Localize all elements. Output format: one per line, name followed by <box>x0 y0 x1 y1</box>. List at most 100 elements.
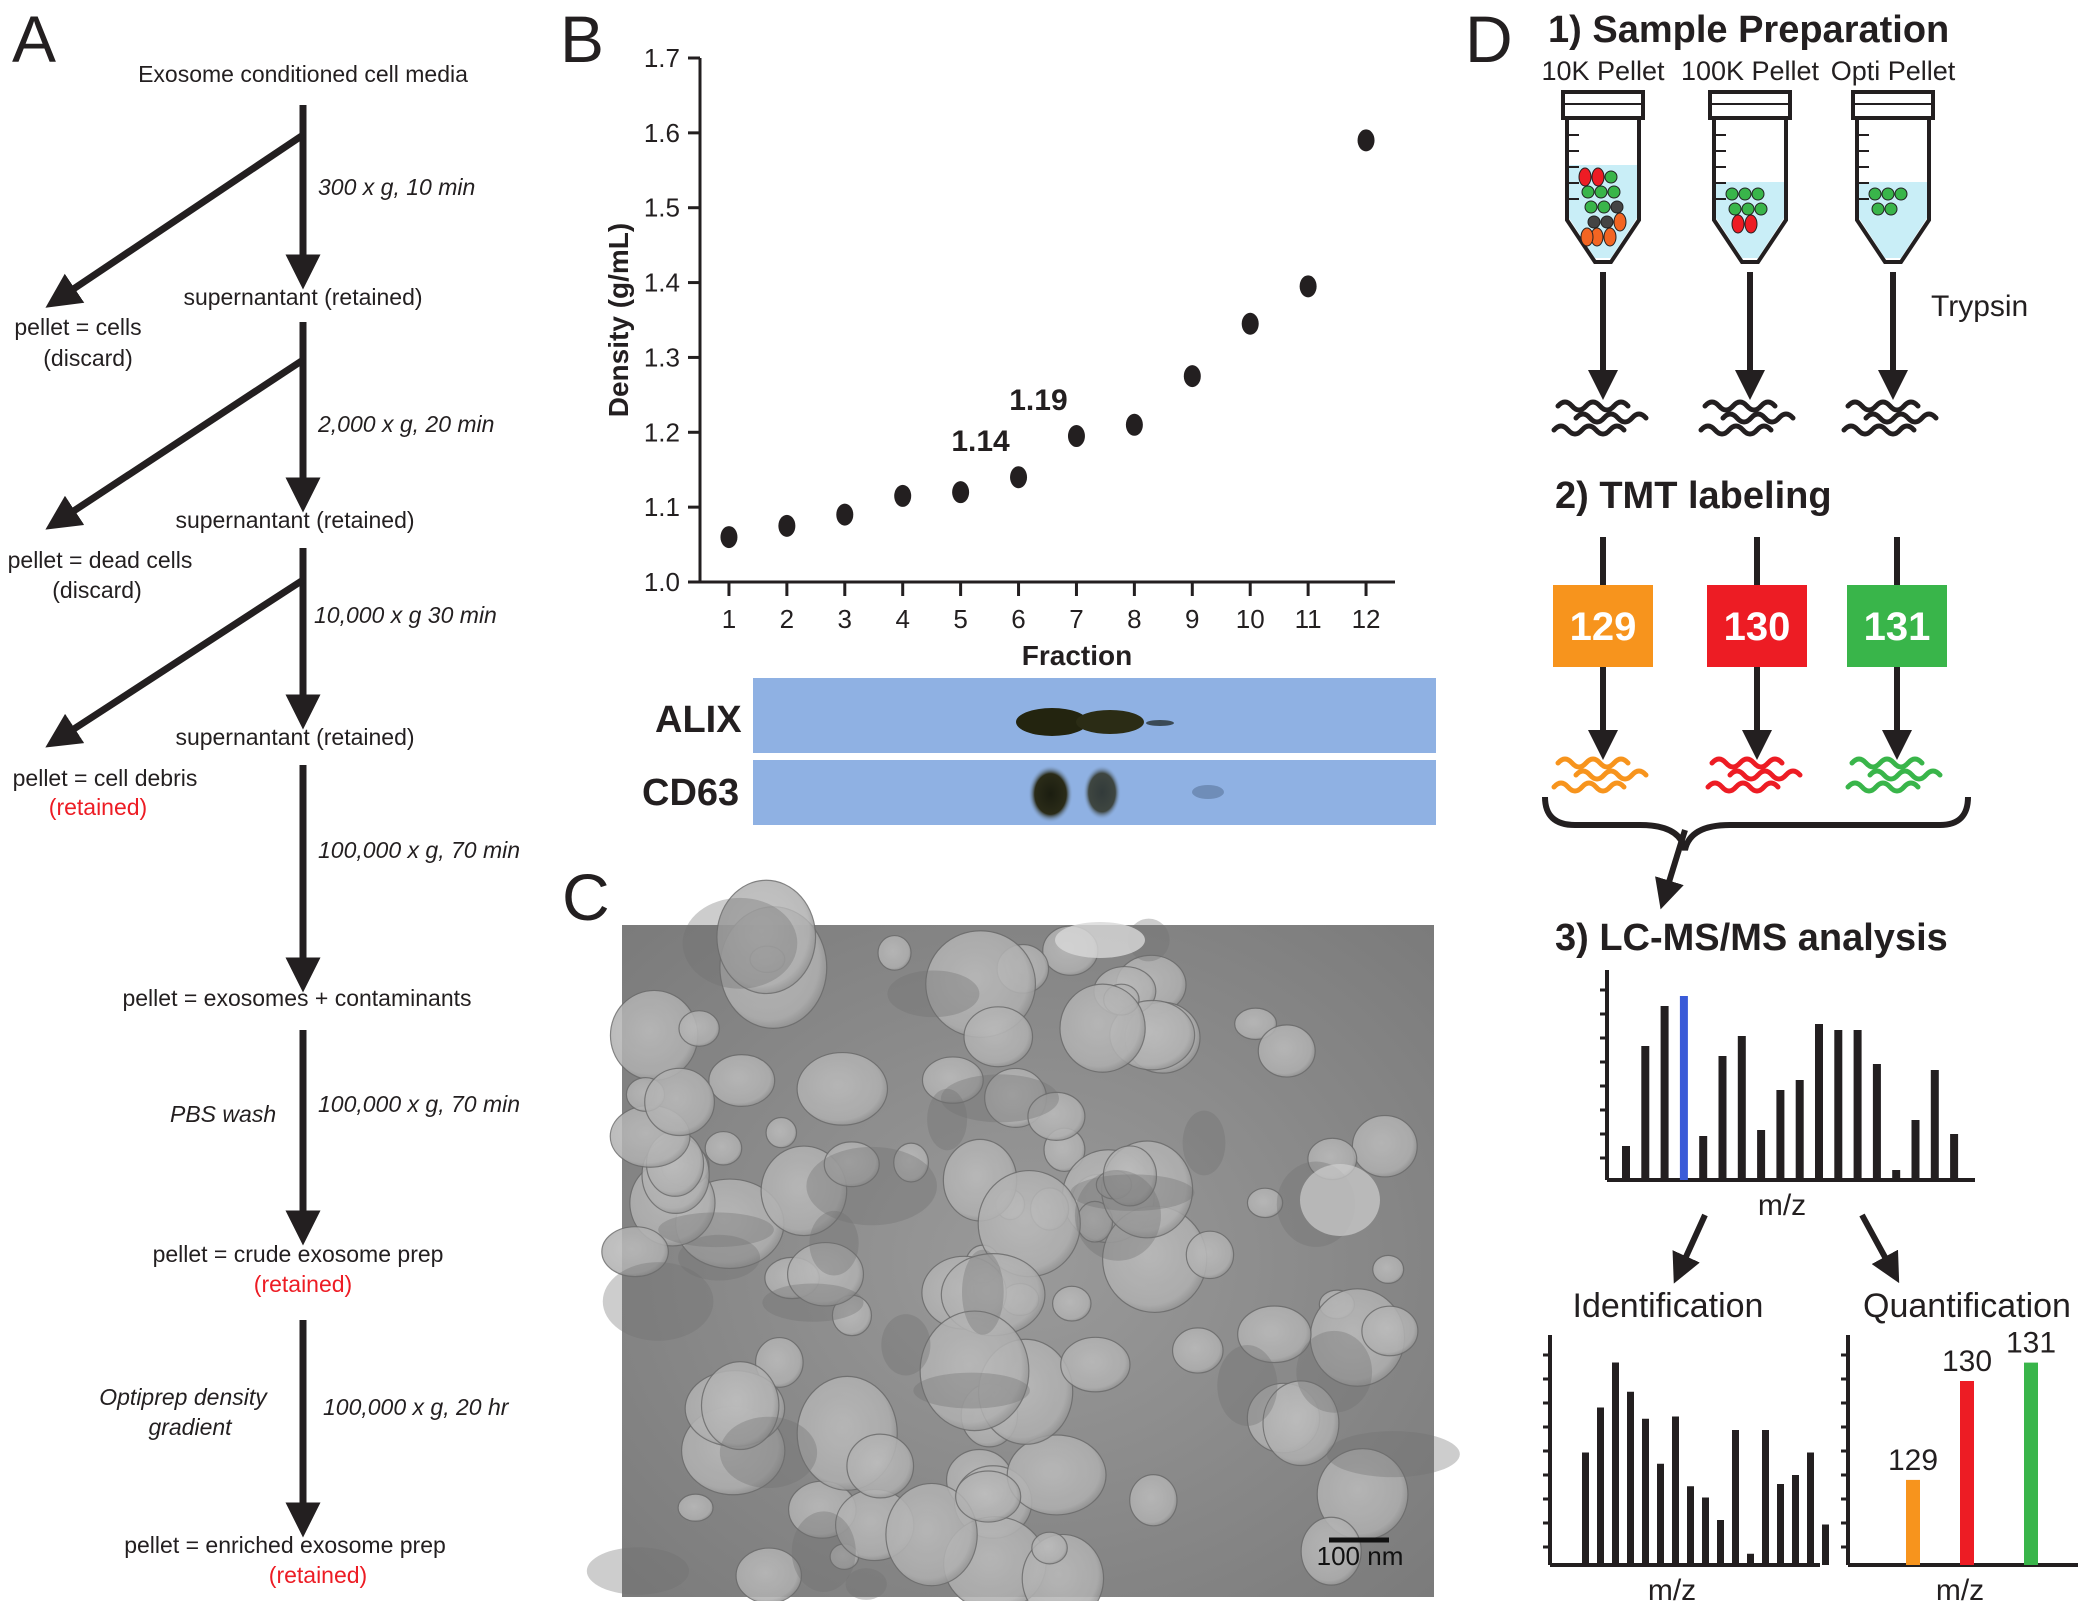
vesicle <box>885 1482 978 1587</box>
data-point <box>1010 466 1028 489</box>
alix-band-8 <box>1146 720 1174 726</box>
spectrum-peak <box>1699 1136 1708 1180</box>
blot-label-alix: ALIX <box>655 699 742 741</box>
quant-label-129: 129 <box>1888 1444 1938 1477</box>
spectrum-peak <box>1622 1146 1630 1180</box>
dark-region <box>1070 1174 1195 1211</box>
vesicle <box>1060 1336 1131 1393</box>
particle <box>1728 202 1742 216</box>
particle <box>1894 187 1908 201</box>
tag-box-131 <box>1847 585 1947 667</box>
panel-c-tem: C 100 nm <box>562 860 1460 1601</box>
spectrum-peaks <box>1600 988 1959 1180</box>
vesicle <box>1262 1380 1340 1467</box>
dark-region <box>1074 1170 1161 1261</box>
data-point <box>1299 275 1317 298</box>
ident-peak <box>1612 1362 1619 1565</box>
spectrum-peak <box>1776 1090 1785 1180</box>
pellet-arrow-2 <box>45 357 305 530</box>
vesicle <box>1129 1474 1178 1527</box>
crude-prep-fate: (retained) <box>254 1271 352 1297</box>
precursor-peak <box>1679 996 1688 1180</box>
peptide <box>1573 411 1649 425</box>
vesicle <box>1361 1305 1419 1357</box>
pellet-fate-2: (discard) <box>52 577 141 603</box>
peptide <box>1555 756 1631 770</box>
annotations: 1.141.19 <box>951 384 1067 458</box>
enriched-prep-label: pellet = enriched exosome prep <box>124 1532 446 1558</box>
step1-title: 1) Sample Preparation <box>1548 9 1949 51</box>
peptide <box>1849 756 1925 770</box>
pellet-label-3: pellet = cell debris <box>13 765 198 791</box>
peptides-unlabeled <box>1551 399 1939 437</box>
particle <box>1597 200 1611 214</box>
spectrum-peak <box>1718 1056 1727 1180</box>
cd63-band-9 <box>1192 785 1224 799</box>
dark-region <box>1296 1330 1373 1413</box>
vesicle <box>1300 1516 1362 1586</box>
spin-label-3: 10,000 x g 30 min <box>314 602 497 628</box>
ident-peak <box>1747 1553 1754 1565</box>
particle <box>1868 187 1882 201</box>
spin-label-1: 300 x g, 10 min <box>318 174 475 200</box>
vesicle <box>846 1433 915 1499</box>
x-tick-label: 1 <box>722 604 736 634</box>
ident-peak <box>1792 1475 1799 1565</box>
spectrum-peak <box>1757 1130 1766 1180</box>
pellet-arrow-3 <box>45 577 305 748</box>
dark-region <box>887 970 980 1018</box>
enriched-prep-fate: (retained) <box>269 1562 367 1588</box>
particle <box>1744 214 1758 234</box>
identification-arrow <box>1672 1213 1708 1284</box>
tag-box-130 <box>1707 585 1807 667</box>
particle <box>1578 167 1592 187</box>
western-blot: ALIX CD63 <box>642 678 1436 825</box>
spectrum-peak <box>1892 1170 1901 1180</box>
dark-region <box>806 1146 937 1226</box>
dark-region <box>658 1212 774 1248</box>
vesicle <box>1051 1285 1092 1322</box>
supernatant-label-1: supernantant (retained) <box>183 284 422 310</box>
ident-peak <box>1687 1486 1694 1565</box>
particle <box>1871 202 1885 216</box>
particle <box>1751 187 1765 201</box>
gradient-label-1: Optiprep density <box>99 1384 268 1410</box>
y-tick-label: 1.0 <box>644 567 680 597</box>
vesicle <box>716 879 817 995</box>
particle <box>1584 200 1598 214</box>
alix-band-7 <box>1076 710 1144 734</box>
spectrum-peak <box>1834 1030 1843 1180</box>
particle <box>1591 167 1605 187</box>
particle <box>1738 187 1752 201</box>
vesicle <box>1006 1434 1107 1516</box>
dark-region <box>913 1372 1030 1409</box>
spectrum-peak <box>1815 1024 1823 1180</box>
x-axis-title: Fraction <box>1022 640 1132 671</box>
vesicle <box>1055 922 1145 958</box>
y-tick-label: 1.3 <box>644 342 680 372</box>
blot-label-cd63: CD63 <box>642 772 739 814</box>
spin-label-2: 2,000 x g, 20 min <box>317 411 494 437</box>
data-point <box>778 514 796 537</box>
gradient-label-2: gradient <box>148 1414 233 1440</box>
ident-peak <box>1597 1407 1604 1565</box>
dark-region <box>927 1088 968 1151</box>
peptide <box>1551 423 1627 437</box>
peptide <box>1551 780 1627 794</box>
vesicle <box>644 1067 716 1137</box>
peptide <box>1573 768 1649 782</box>
pellet-fate-3: (retained) <box>49 794 147 820</box>
vesicle <box>893 1142 930 1183</box>
data-point <box>1067 425 1085 448</box>
pbs-wash-label: PBS wash <box>170 1101 276 1127</box>
ident-peak <box>1582 1452 1589 1565</box>
dark-region <box>678 1234 761 1281</box>
panel-d-letter: D <box>1465 2 1513 76</box>
pellet-arrow-1 <box>45 132 305 308</box>
particle <box>1594 185 1608 199</box>
quant-axis-ticks <box>1841 1353 1848 1549</box>
peptide <box>1702 399 1778 413</box>
y-axis-title: Density (g/mL) <box>603 223 634 417</box>
spectrum-peak <box>1930 1070 1939 1180</box>
